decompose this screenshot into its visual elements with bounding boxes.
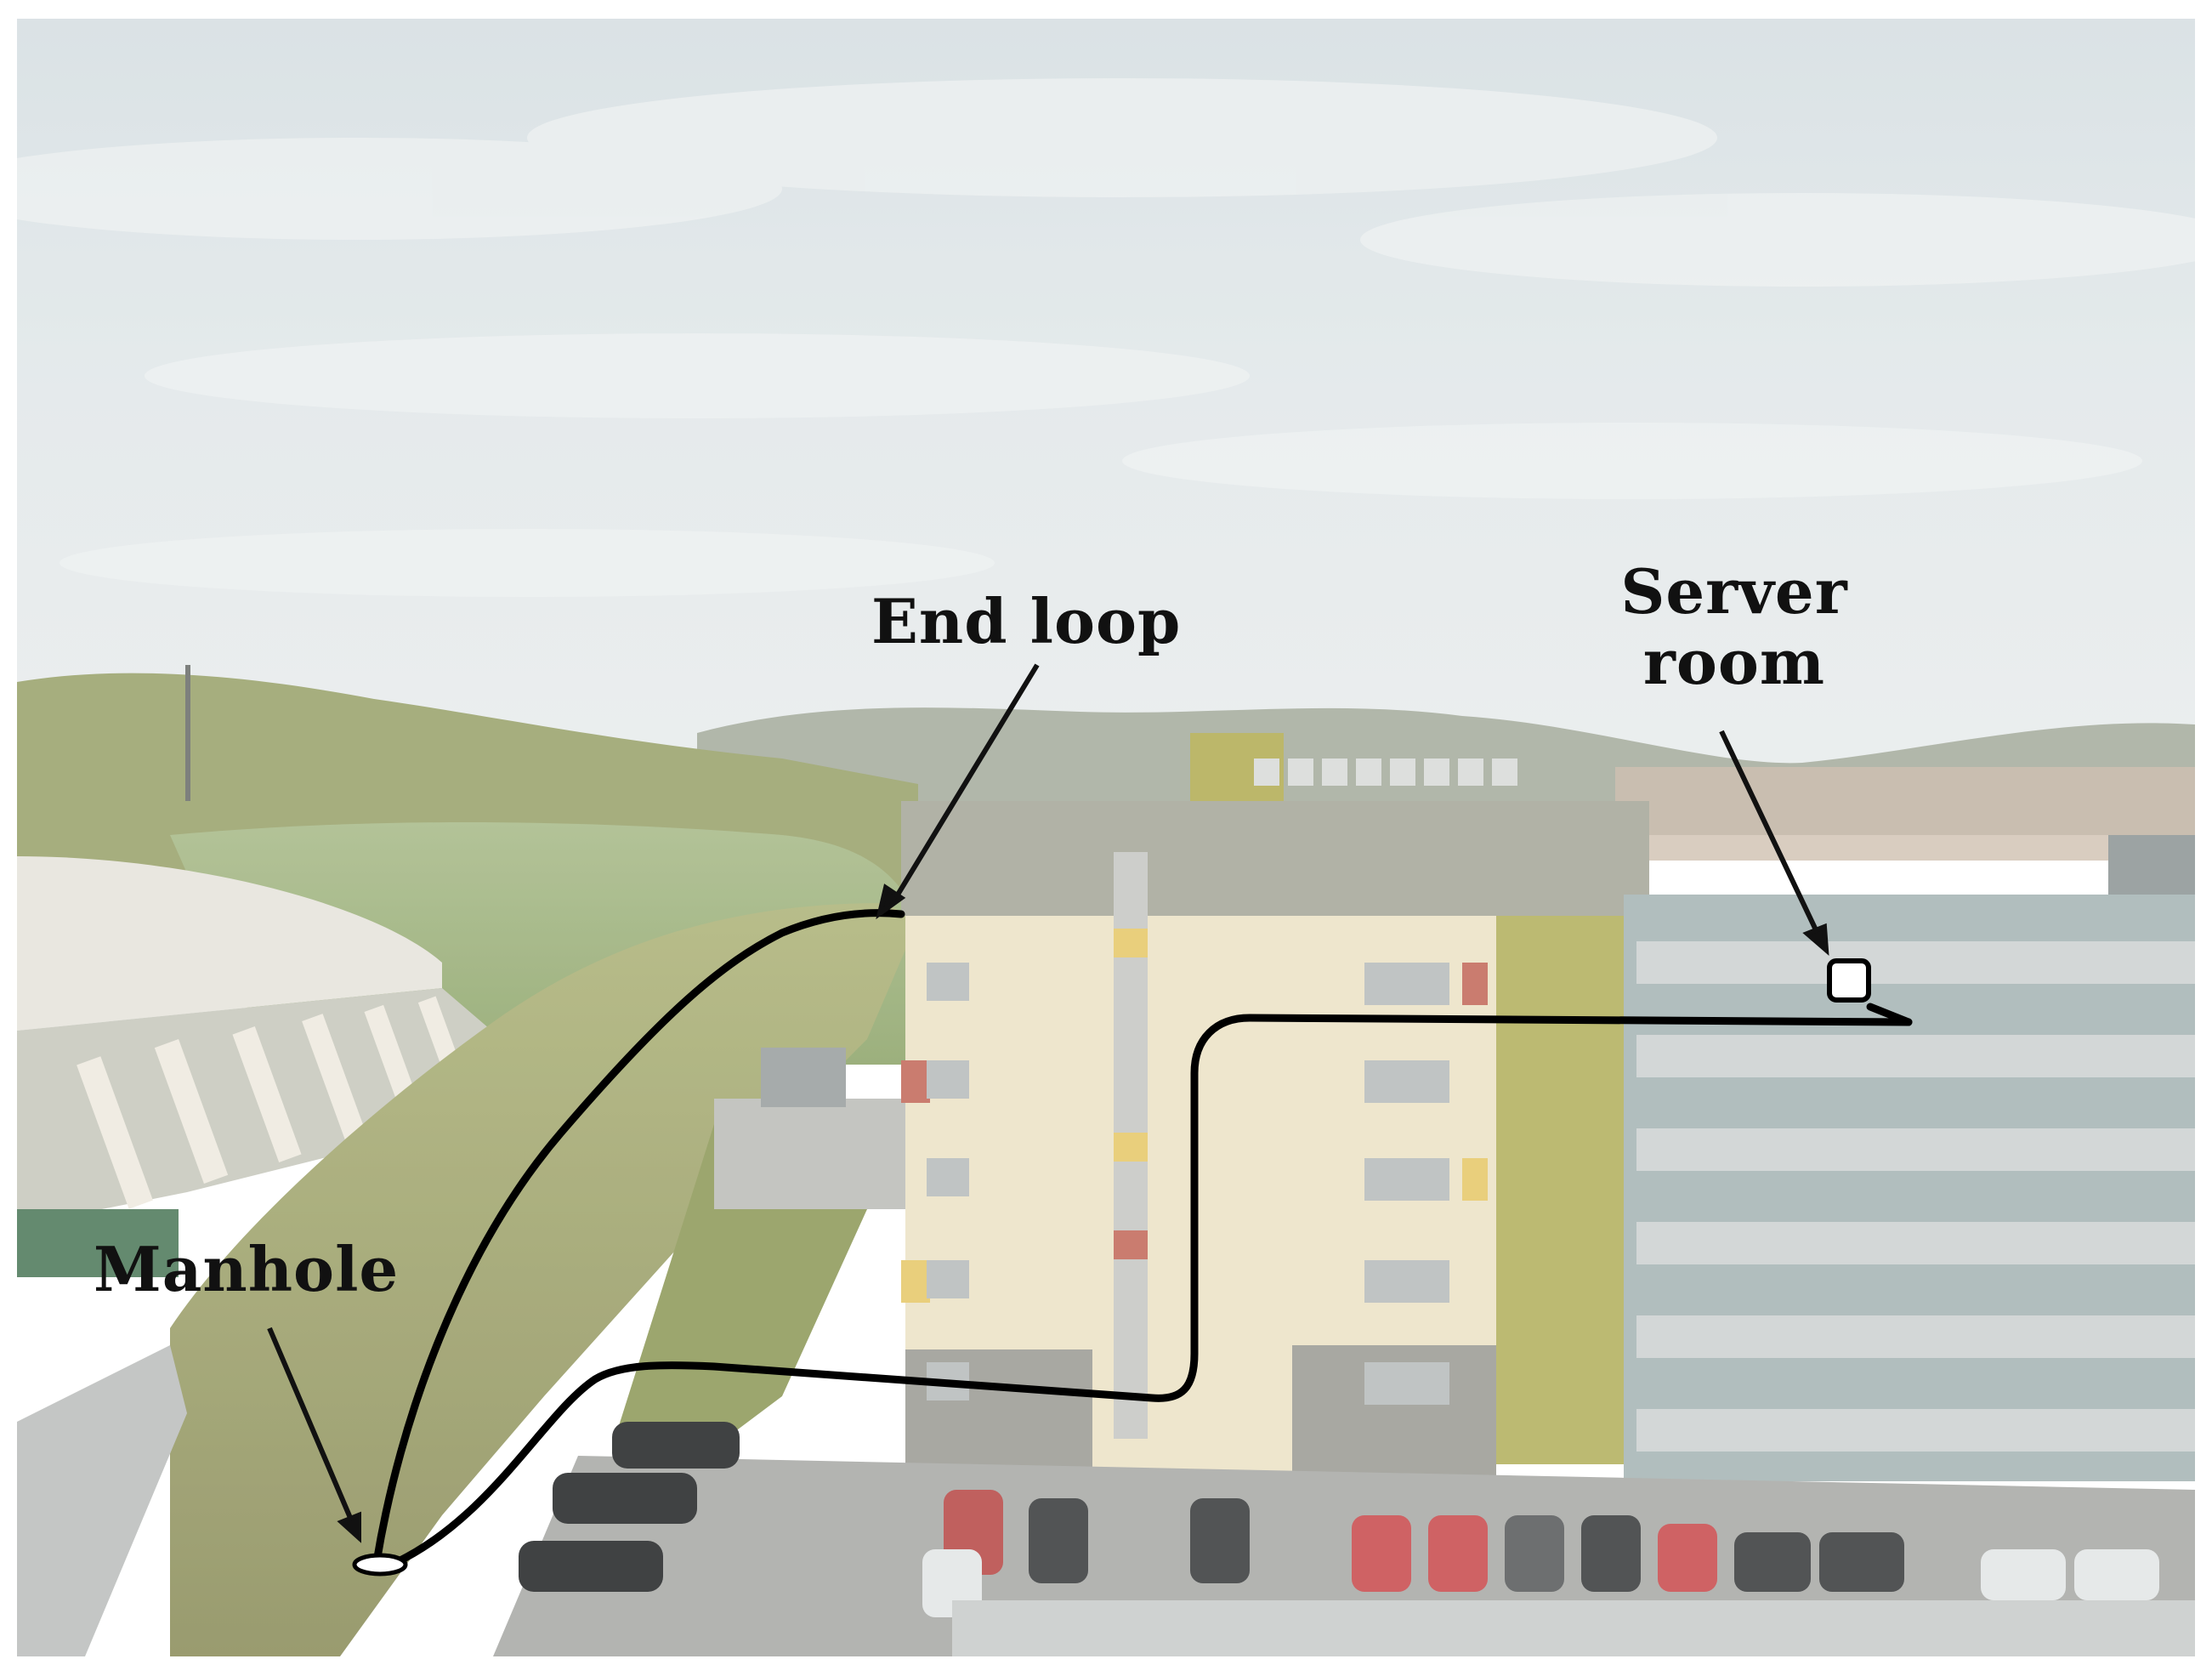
server-room-label-line1: Server	[1620, 555, 1848, 628]
grey-building-window-bands	[1636, 941, 2195, 1452]
manhole-label: Manhole	[94, 1233, 400, 1305]
yellow-building-roof	[901, 801, 1649, 916]
foreground-roof-edge	[952, 1600, 2195, 1656]
rooftop-ac-units	[1254, 758, 1517, 786]
end-loop-arrowhead	[876, 883, 906, 920]
small-building	[761, 1048, 846, 1107]
server-room-label: Server room	[1615, 555, 1853, 698]
photo	[17, 19, 2195, 1656]
facade-windows	[927, 963, 1449, 1405]
photo-scene	[17, 19, 2195, 1656]
server-room-arrow	[1719, 730, 1822, 939]
road-left	[17, 1345, 187, 1656]
distant-building-right	[2108, 835, 2195, 895]
server-room-marker	[1827, 958, 1871, 1003]
light-pole	[185, 665, 190, 801]
distant-town	[1615, 767, 2195, 861]
tree-line	[170, 903, 918, 1656]
server-room-arrowhead	[1802, 923, 1829, 957]
end-loop-arrow	[890, 663, 1040, 905]
server-room-label-line2: room	[1642, 625, 1826, 698]
cable-route	[372, 909, 1913, 1566]
manhole-arrowhead	[337, 1511, 361, 1543]
manhole-marker	[352, 1553, 408, 1577]
cable-to-end-loop	[372, 909, 905, 1566]
sports-hall-arches	[77, 996, 468, 1209]
photo-wash	[17, 19, 2195, 1656]
cable-into-server-room	[1866, 1003, 1913, 1026]
facade-panels	[901, 929, 1488, 1303]
sports-hall-banner	[17, 1209, 179, 1277]
manhole-arrow	[267, 1327, 355, 1525]
clouds	[17, 78, 2195, 597]
end-loop-label: End loop	[871, 585, 1182, 657]
sports-hall-roof	[17, 856, 442, 1031]
retaining-wall	[714, 1099, 918, 1209]
cable-to-server-room	[393, 1014, 1913, 1566]
parked-cars	[519, 1422, 2159, 1617]
pointer-arrows	[267, 663, 1829, 1543]
grey-building	[1624, 895, 2195, 1481]
